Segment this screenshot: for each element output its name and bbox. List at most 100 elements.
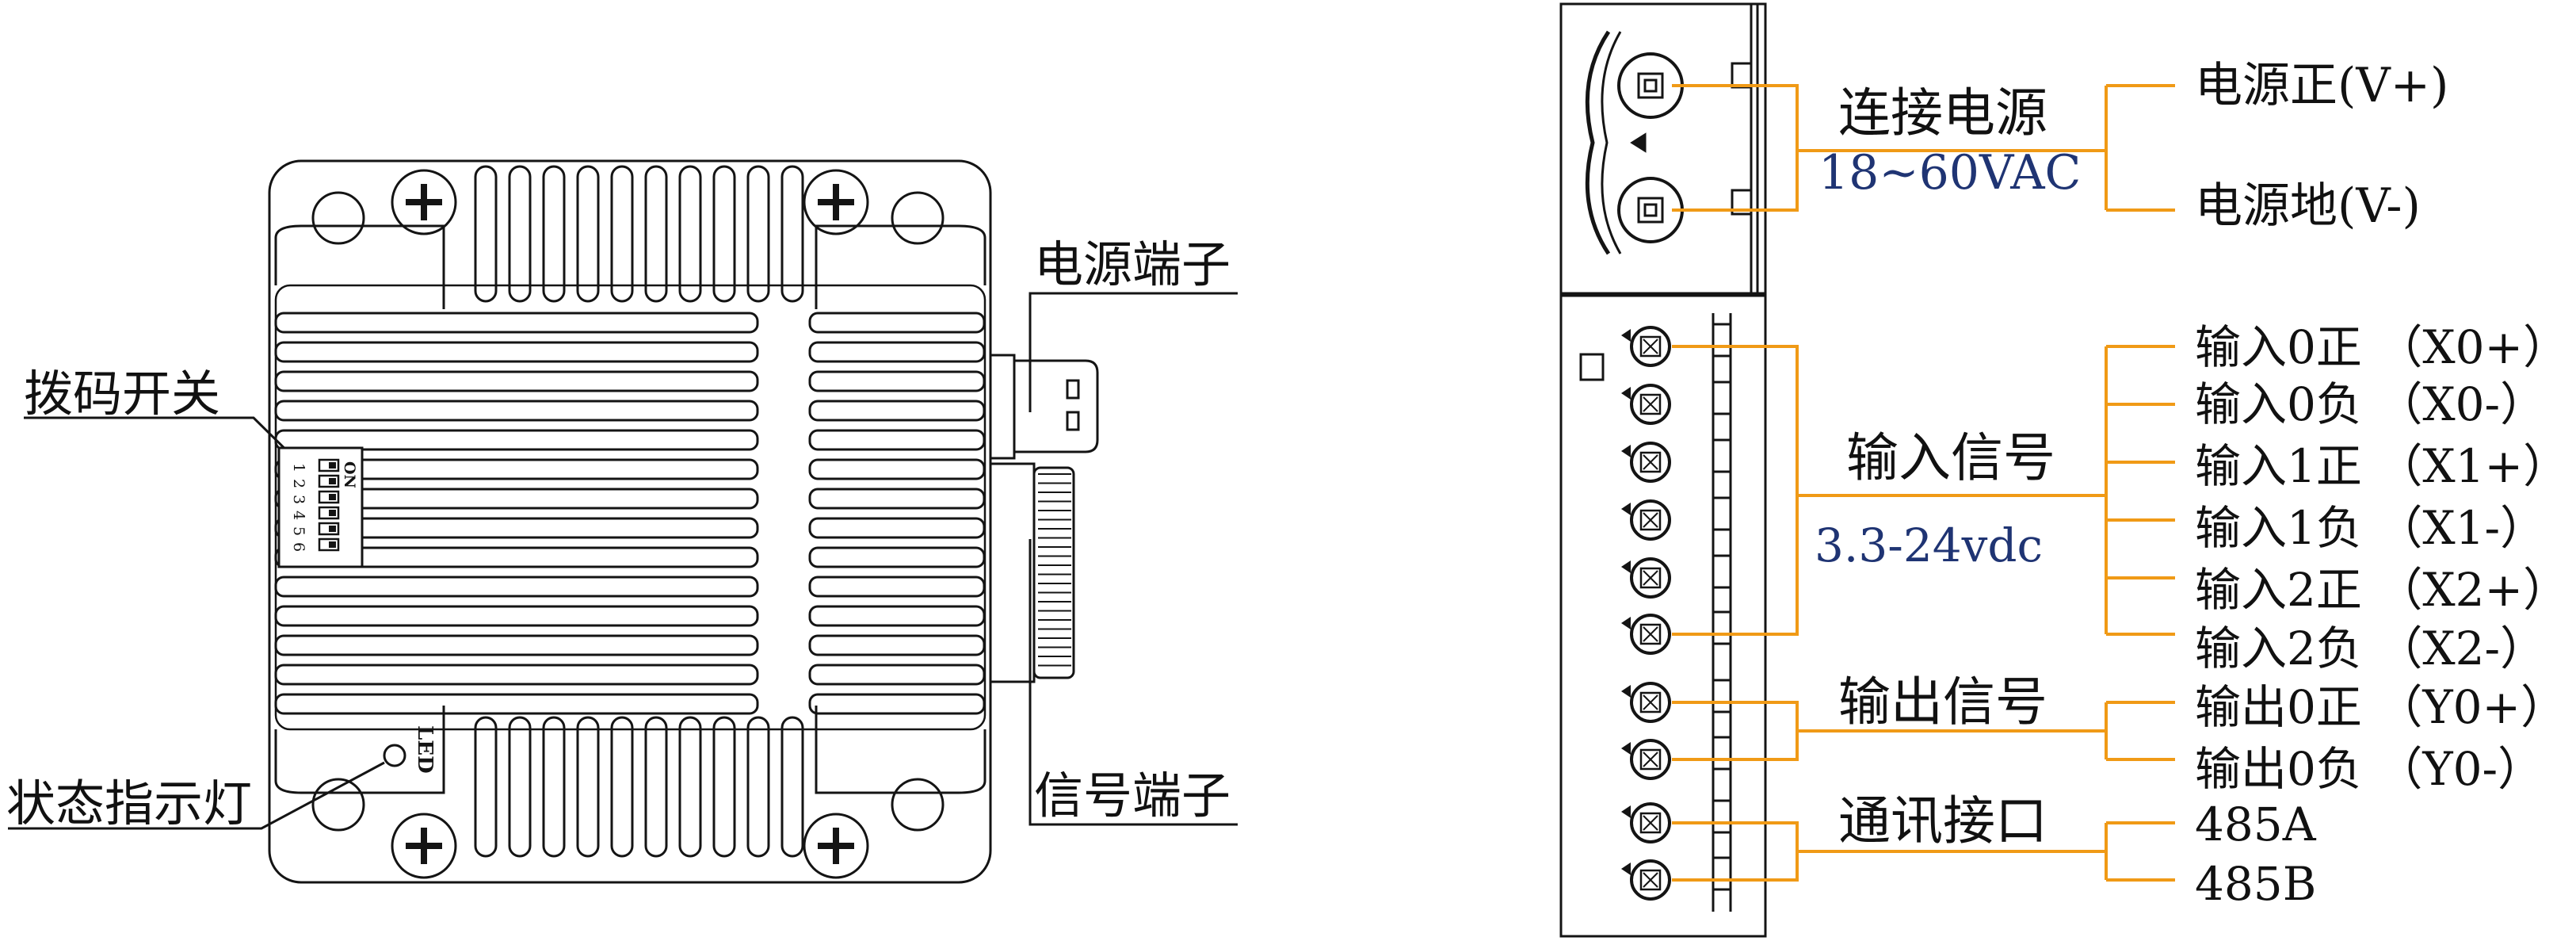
heatsink-fin [780, 716, 804, 858]
heatsink-fin [808, 312, 986, 334]
connection-line [1672, 345, 1799, 636]
power-terminal-plug [1013, 359, 1099, 453]
polarity-arrow-icon [1630, 132, 1647, 153]
heatsink-fin [808, 605, 986, 627]
heatsink-fin [808, 664, 986, 686]
heatsink-fin [274, 370, 759, 392]
dip-number-label: 1 [290, 463, 307, 472]
dip-switch-lever [329, 510, 336, 516]
mount-hole [311, 191, 365, 245]
heatsink-fin [274, 605, 759, 627]
heatsink-fin [610, 716, 634, 858]
heatsink-fin [274, 458, 759, 480]
heatsink-fin [644, 716, 668, 858]
heatsink-fin [576, 165, 600, 303]
input-pin-label: 输入1负 （X1-） [2195, 501, 2546, 555]
heatsink-fin [808, 576, 986, 598]
input-pin-label: 输入2负 （X2-） [2195, 622, 2546, 675]
power-connector-profile [1585, 30, 1611, 255]
connection-lines [1672, 84, 2175, 882]
heatsink-fin [274, 400, 759, 422]
power-terminal-side [989, 354, 1099, 460]
dip-switch-lever [329, 526, 336, 532]
power-group-label: 连接电源 [1838, 82, 2047, 143]
heatsink-fin [274, 341, 759, 363]
heatsink-fin [808, 370, 986, 392]
input-voltage-label: 3.3-24vdc [1815, 518, 2043, 572]
connection-line [1672, 84, 1799, 212]
heatsink-fin [678, 716, 702, 858]
dip-number-label: 5 [290, 526, 307, 536]
signal-terminal-plug [1032, 466, 1075, 679]
heatsink-fin [274, 312, 759, 334]
driver-body [268, 159, 992, 884]
mount-hole [311, 778, 365, 832]
status-led-label: 状态指示灯 [6, 775, 252, 832]
heatsink-fin [474, 716, 498, 858]
signal-terminal-base [989, 462, 1036, 683]
output-group-label: 输出信号 [1838, 671, 2047, 733]
heatsink-fin [274, 576, 759, 598]
heatsink-fin [508, 165, 532, 303]
heatsink-fin [274, 488, 759, 510]
input-pin-label: 输入1正 （X1+） [2195, 439, 2569, 493]
leader-signal-terminal [1028, 539, 1238, 826]
dip-switch-lever [329, 462, 336, 469]
comm-pin-label: 485B [2195, 857, 2316, 911]
heatsink-fin [542, 716, 566, 858]
leader-power-terminal [1028, 292, 1238, 412]
signal-terminal-ribs [1038, 473, 1071, 667]
heatsink-fin [274, 546, 759, 568]
input-pin-label: 输入2正 （X2+） [2195, 563, 2569, 617]
led-indicator-icon [383, 744, 406, 767]
dip-number-label: 4 [290, 511, 307, 520]
power-terminal-label: 电源端子 [1034, 235, 1231, 293]
mount-hole [891, 778, 945, 832]
signal-pin [1621, 381, 1732, 425]
heatsink-fin [508, 716, 532, 858]
input-pin-label: 输入0负 （X0-） [2195, 377, 2546, 431]
screw-icon [803, 813, 869, 879]
upper-mount-right [815, 224, 987, 309]
mount-hole [891, 191, 945, 245]
heatsink-fin [576, 716, 600, 858]
heatsink-horizontal-fins [274, 312, 986, 715]
power-pin-1 [1617, 52, 1684, 119]
heatsink-fin [274, 693, 759, 715]
heatsink-fin [274, 517, 759, 539]
dip-number-label: 6 [290, 542, 307, 552]
heatsink-fin [780, 165, 804, 303]
power-terminal-base [989, 354, 1016, 460]
input-pin-label: 输入0正 （X0+） [2195, 320, 2569, 374]
heatsink-fin [746, 165, 770, 303]
output-pin-label: 输出0正 （Y0+） [2195, 680, 2566, 734]
heatsink-fin [808, 341, 986, 363]
power-voltage-label: 18~60VAC [1818, 145, 2081, 201]
body-outline [268, 159, 992, 884]
power-pin-label: 电源正(V+) [2195, 58, 2448, 113]
input-group-label: 输入信号 [1846, 427, 2055, 488]
heatsink-vertical-fins [474, 165, 804, 858]
heatsink-fin [808, 400, 986, 422]
comm-group-label: 通讯接口 [1838, 790, 2047, 851]
heatsink-fin [808, 517, 986, 539]
heatsink-fin [274, 664, 759, 686]
power-connector [1559, 2, 1767, 295]
heatsink-fin [644, 165, 668, 303]
upper-mount-left [274, 224, 445, 309]
heatsink-fin [746, 716, 770, 858]
heatsink-fin [808, 458, 986, 480]
heatsink-fin [808, 693, 986, 715]
dip-switch-lever [329, 494, 336, 500]
lower-mount-left [274, 706, 445, 794]
heatsink-fin [808, 429, 986, 451]
inner-plate [274, 284, 987, 731]
heatsink-fin [610, 165, 634, 303]
dip-switch-label: 拨码开关 [24, 365, 220, 423]
power-terminal-pin [1066, 411, 1080, 431]
heatsink-fin [542, 165, 566, 303]
leader-status-led [8, 761, 385, 830]
